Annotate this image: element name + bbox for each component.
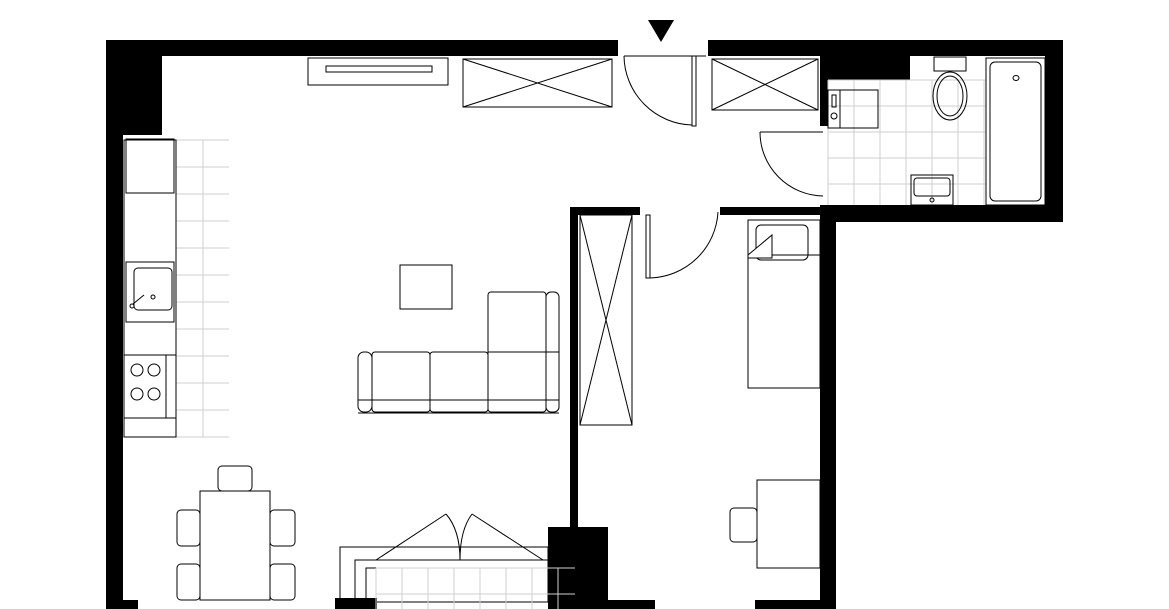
wall-top-left — [106, 40, 618, 56]
kitchen-counter — [123, 139, 177, 438]
corner-sofa — [357, 291, 560, 414]
wall-bathroom-right — [1045, 40, 1063, 222]
dining-set — [176, 465, 296, 601]
wall-bottom-a — [106, 600, 138, 609]
wall-bottom-b — [335, 598, 377, 609]
walls — [106, 40, 1063, 609]
closet-living — [462, 58, 613, 108]
closet-hall — [711, 58, 819, 111]
wall-left — [106, 40, 123, 609]
wall-bottom-d — [755, 600, 836, 609]
wall-bedroom-top-a — [570, 207, 640, 215]
entrance-arrow-icon — [648, 20, 674, 42]
bathroom-door[interactable] — [759, 131, 824, 197]
wall-bathroom-bottom — [820, 205, 1063, 222]
washbasin — [910, 174, 954, 206]
wall-bedroom-top-b — [720, 207, 828, 215]
stove-hob — [123, 354, 177, 419]
bathroom-tile-grid — [827, 79, 986, 205]
kitchen-sink — [125, 261, 175, 323]
kitchen-tile-grid — [175, 139, 229, 438]
bedroom-wardrobe — [579, 214, 633, 426]
bathtub — [985, 57, 1046, 206]
bedroom-door[interactable] — [645, 211, 719, 279]
entrance-door[interactable] — [623, 55, 706, 127]
bed — [747, 219, 821, 389]
wall-bedroom-left — [570, 207, 578, 609]
fridge — [125, 138, 175, 194]
desk-with-chair — [729, 479, 821, 569]
coffee-table — [399, 264, 453, 310]
wall-top-right — [708, 40, 1063, 56]
wall-bedroom-right — [820, 207, 836, 609]
tv-unit — [307, 57, 449, 86]
bathroom-shaft — [820, 56, 910, 80]
balcony-tile-grid — [375, 567, 575, 609]
wall-bottom-c — [608, 600, 655, 609]
balcony-door[interactable] — [339, 513, 549, 603]
wall-hall-bathroom — [820, 56, 828, 126]
washing-machine — [827, 89, 879, 129]
toilet — [932, 56, 968, 121]
